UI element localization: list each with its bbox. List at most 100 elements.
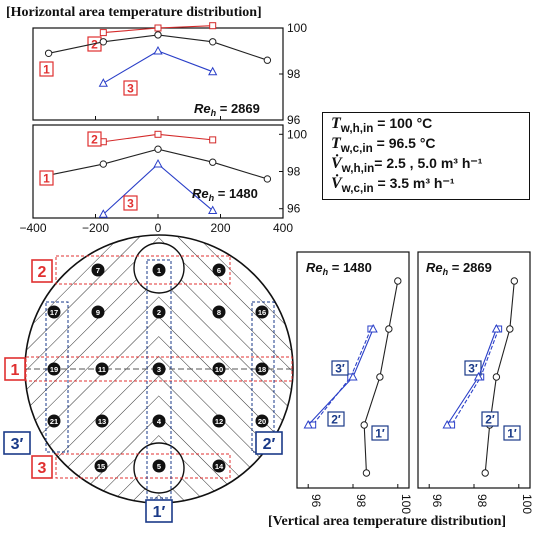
series-label: 2′ <box>331 413 341 427</box>
sensor-port <box>152 459 166 473</box>
data-point <box>362 469 371 477</box>
re-label: Reh = 2869 <box>194 101 260 118</box>
series-label: 2′ <box>485 413 495 427</box>
series-line <box>307 328 374 426</box>
series-line <box>312 328 372 426</box>
sensor-port-number: 3 <box>157 365 161 374</box>
area-label: 1 <box>11 362 20 379</box>
sensor-port-number: 19 <box>50 365 58 374</box>
area-label: 2 <box>38 264 47 281</box>
series-label-box <box>464 360 482 376</box>
data-point <box>99 29 107 37</box>
data-point <box>208 66 218 76</box>
sensor-port <box>47 362 61 376</box>
area-3-prime <box>45 301 69 453</box>
series-line <box>446 328 497 426</box>
conditions-box: Tw,h,in = 100 °C Tw,c,in = 96.5 °C V̇w,h… <box>322 112 530 200</box>
x-tick-label: −400 <box>19 221 46 235</box>
sensor-port <box>212 414 226 428</box>
y-tick-label: 98 <box>287 165 301 179</box>
data-point <box>153 159 163 168</box>
series-label-box <box>39 61 54 77</box>
x-tick-label: 100 <box>520 494 534 514</box>
condition-line: Tw,h,in = 100 °C <box>331 115 433 135</box>
sensor-port <box>212 263 226 277</box>
sensor-port-number: 5 <box>157 462 161 471</box>
y-tick-label: 96 <box>287 113 301 127</box>
sensor-port <box>255 414 269 428</box>
x-tick-label: 200 <box>210 221 230 235</box>
series-label: 1′ <box>507 427 517 441</box>
data-point <box>44 49 53 57</box>
area-label: 3′ <box>11 436 24 453</box>
data-point <box>154 31 162 39</box>
x-tick-label: −200 <box>82 221 109 235</box>
series-label: 3′ <box>335 362 345 376</box>
series-label: 3 <box>127 197 134 211</box>
series-label: 3 <box>127 82 134 96</box>
series-label-box <box>371 425 389 441</box>
x-tick-label: 400 <box>273 221 293 235</box>
series-label-box <box>331 360 349 376</box>
x-tick-label: 96 <box>430 494 444 508</box>
data-point <box>153 45 163 55</box>
re-label: Reh = 1480 <box>306 260 372 277</box>
area-label-box <box>255 431 283 455</box>
area-label-box <box>145 499 173 523</box>
sensor-port <box>94 459 108 473</box>
sensor-port-number: 17 <box>50 308 58 317</box>
sensor-port-number: 13 <box>98 417 106 426</box>
plot-frame <box>32 124 284 219</box>
sensor-port-number: 4 <box>157 417 162 426</box>
sensor-port-number: 10 <box>215 365 223 374</box>
series-label: 1 <box>43 63 50 77</box>
data-point <box>394 277 402 285</box>
re-label: Reh = 1480 <box>192 186 258 203</box>
vertical-title: [Vertical area temperature distribution] <box>268 514 507 529</box>
series-label: 2 <box>91 133 98 147</box>
area-1-prime <box>146 259 172 499</box>
data-point <box>209 136 217 144</box>
series-label: 3′ <box>468 362 478 376</box>
data-point <box>385 325 393 333</box>
sensor-port <box>212 459 226 473</box>
series-label-box <box>503 425 521 441</box>
series-label-box <box>39 170 54 186</box>
sensor-port-number: 15 <box>97 462 105 471</box>
series-label-box <box>123 80 138 96</box>
data-point <box>303 419 313 429</box>
x-tick-label: 100 <box>399 494 413 514</box>
sensor-port-number: 20 <box>258 417 266 426</box>
x-tick-label: 0 <box>155 221 162 235</box>
sensor-port <box>212 305 226 319</box>
sensor-port-number: 2 <box>157 308 161 317</box>
data-point <box>208 158 217 166</box>
condition-line: V̇w,h,in= 2.5 , 5.0 m³ h⁻¹ <box>331 155 483 175</box>
data-point <box>99 160 108 168</box>
data-point <box>360 421 368 429</box>
sensor-port-number: 6 <box>217 266 221 275</box>
area-label-box <box>3 431 31 455</box>
data-point <box>491 323 502 333</box>
sensor-port <box>95 362 109 376</box>
data-point <box>154 24 162 32</box>
sensor-port <box>255 305 269 319</box>
series-label: 1′ <box>375 427 385 441</box>
horizontal-title: [Horizontal area temperature distributio… <box>6 5 262 20</box>
data-point <box>209 22 217 30</box>
sensor-port-number: 14 <box>215 462 224 471</box>
data-point <box>506 325 514 333</box>
sensor-port <box>95 414 109 428</box>
area-label: 3 <box>38 460 47 477</box>
sensor-port <box>152 414 166 428</box>
area-label: 1′ <box>153 504 166 521</box>
condition-line: V̇w,c,in = 3.5 m³ h⁻¹ <box>331 175 455 195</box>
area-label-box <box>4 357 26 381</box>
data-point <box>348 371 358 381</box>
y-tick-label: 96 <box>287 202 301 216</box>
sensor-port-number: 1 <box>157 266 161 275</box>
series-label-box <box>481 411 499 427</box>
sensor-port-number: 12 <box>215 417 223 426</box>
